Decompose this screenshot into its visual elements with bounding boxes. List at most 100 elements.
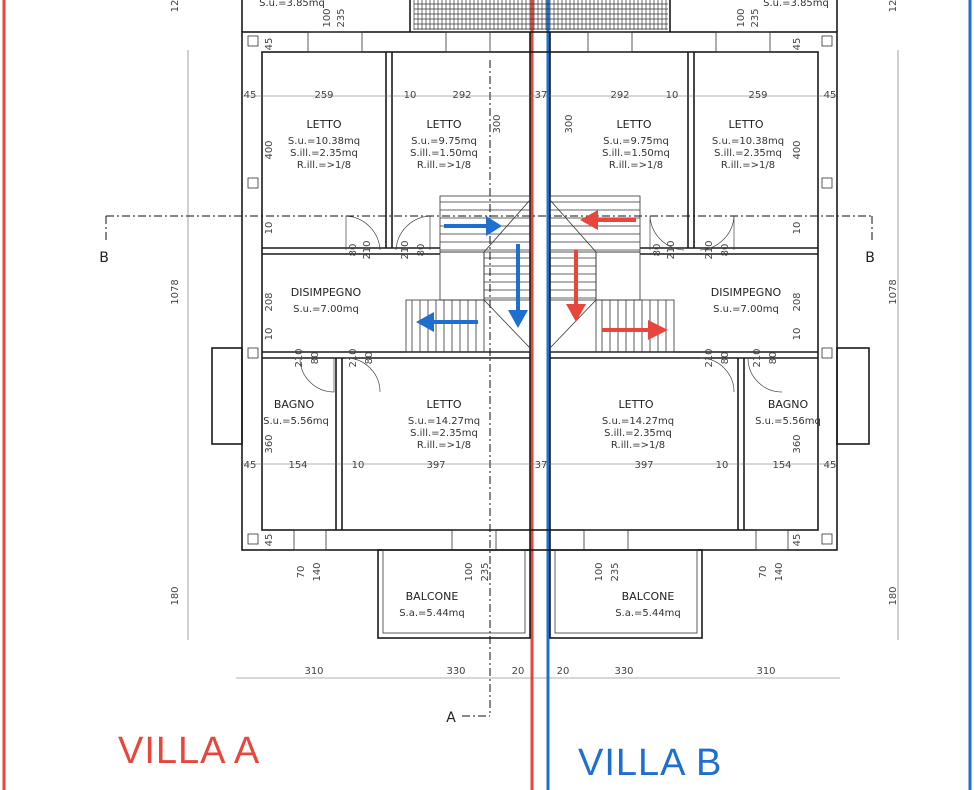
dim-label: 80 bbox=[364, 352, 375, 365]
dim-label: 10 bbox=[352, 460, 365, 471]
letto-big-a-sill: S.ill.=2.35mq bbox=[410, 428, 478, 439]
top-a-area: S.u.=3.85mq bbox=[259, 0, 325, 9]
bagno-a-name: BAGNO bbox=[274, 398, 315, 411]
dim-label: 80 bbox=[768, 352, 779, 365]
dim-label: 70 bbox=[758, 566, 769, 579]
letto-4-sill: S.ill.=2.35mq bbox=[714, 148, 782, 159]
dim-label: 45 bbox=[792, 534, 803, 547]
dim-label: 210 bbox=[348, 348, 359, 367]
dim-label: 45 bbox=[792, 38, 803, 51]
staircase bbox=[405, 195, 675, 353]
dim-label: 10 bbox=[792, 222, 803, 235]
top-b-area: S.u.=3.85mq bbox=[763, 0, 829, 9]
dim-label: 310 bbox=[304, 666, 323, 677]
dim-label: 292 bbox=[610, 90, 629, 101]
letto-4-su: S.u.=10.38mq bbox=[712, 136, 784, 147]
villa-a-title: VILLA A bbox=[118, 730, 261, 772]
villa-b-arrow-right bbox=[444, 216, 502, 236]
doors bbox=[299, 215, 783, 393]
dim-label: 45 bbox=[244, 90, 257, 101]
dim-label: 210 bbox=[704, 348, 715, 367]
dim-label: 210 bbox=[752, 348, 763, 367]
villa-b-arrow-down bbox=[508, 244, 528, 328]
dim-label: 45 bbox=[264, 38, 275, 51]
letto-2-sill: S.ill.=1.50mq bbox=[410, 148, 478, 159]
letto-2-rill: R.ill.=>1/8 bbox=[417, 160, 471, 171]
section-b-left: B bbox=[99, 250, 109, 266]
section-lines bbox=[105, 60, 873, 717]
letto-big-a-su: S.u.=14.27mq bbox=[408, 416, 480, 427]
dim-label: 1078 bbox=[170, 279, 181, 304]
dim-label: 140 bbox=[774, 562, 785, 581]
letto-3-sill: S.ill.=1.50mq bbox=[602, 148, 670, 159]
dim-label: 154 bbox=[772, 460, 791, 471]
villa-a-arrow-right bbox=[602, 320, 668, 340]
dim-label: 10 bbox=[666, 90, 679, 101]
dim-label: 100 bbox=[464, 562, 475, 581]
dim-label: 235 bbox=[610, 562, 621, 581]
dim-label: 1078 bbox=[888, 279, 899, 304]
dim-label: 300 bbox=[492, 114, 503, 133]
bagno-a-su: S.u.=5.56mq bbox=[263, 416, 329, 427]
balcone-b-sa: S.a.=5.44mq bbox=[615, 608, 681, 619]
dim-label: 180 bbox=[170, 586, 181, 605]
dimension-lines bbox=[187, 50, 899, 679]
bagno-b-su: S.u.=5.56mq bbox=[755, 416, 821, 427]
section-b-right: B bbox=[865, 250, 875, 266]
dim-label: 330 bbox=[614, 666, 633, 677]
dim-label: 400 bbox=[264, 140, 275, 159]
dim-label: 45 bbox=[824, 460, 837, 471]
dim-label: 10 bbox=[792, 328, 803, 341]
balcone-a-sa: S.a.=5.44mq bbox=[399, 608, 465, 619]
dim-label: 360 bbox=[792, 434, 803, 453]
villa-b-arrow-left bbox=[416, 312, 478, 332]
dim-label: 397 bbox=[634, 460, 653, 471]
letto-big-a-rill: R.ill.=>1/8 bbox=[417, 440, 471, 451]
dim-label: 37 bbox=[535, 90, 548, 101]
dim-label: 12 bbox=[170, 0, 181, 12]
dim-label: 10 bbox=[404, 90, 417, 101]
room-labels: S.u.=3.85mq S.u.=3.85mq LETTO S.u.=10.38… bbox=[99, 0, 875, 726]
balcone-b-name: BALCONE bbox=[622, 590, 675, 603]
top-hatch-area bbox=[413, 0, 668, 30]
bagno-b-name: BAGNO bbox=[768, 398, 809, 411]
dim-label: 100 bbox=[594, 562, 605, 581]
letto-big-b-name: LETTO bbox=[619, 398, 654, 411]
dim-label: 210 bbox=[666, 240, 677, 259]
dim-label: 37 bbox=[535, 460, 548, 471]
balconies bbox=[377, 549, 703, 639]
letto-1-su: S.u.=10.38mq bbox=[288, 136, 360, 147]
villa-b-boundary bbox=[546, 0, 972, 790]
dim-label: 20 bbox=[557, 666, 570, 677]
disimpegno-a-name: DISIMPEGNO bbox=[291, 286, 362, 299]
disimpegno-b-name: DISIMPEGNO bbox=[711, 286, 782, 299]
villa-a-arrow-down bbox=[566, 250, 586, 322]
dim-label: 80 bbox=[348, 244, 359, 257]
dim-label: 330 bbox=[446, 666, 465, 677]
dim-label: 80 bbox=[720, 244, 731, 257]
dim-label: 140 bbox=[312, 562, 323, 581]
dim-label: 80 bbox=[652, 244, 663, 257]
letto-1-name: LETTO bbox=[307, 118, 342, 131]
building-walls bbox=[211, 0, 870, 551]
balcone-a-name: BALCONE bbox=[406, 590, 459, 603]
letto-3-su: S.u.=9.75mq bbox=[603, 136, 669, 147]
dim-label: 210 bbox=[294, 348, 305, 367]
dim-label: 210 bbox=[400, 240, 411, 259]
dim-label: 10 bbox=[264, 222, 275, 235]
dim-label: 80 bbox=[416, 244, 427, 257]
letto-big-b-su: S.u.=14.27mq bbox=[602, 416, 674, 427]
dimension-labels: 45 259 10 292 37 292 10 259 45 45 154 10… bbox=[170, 0, 899, 677]
letto-3-rill: R.ill.=>1/8 bbox=[609, 160, 663, 171]
dim-label: 292 bbox=[452, 90, 471, 101]
dim-label: 100 bbox=[322, 8, 333, 27]
windows bbox=[247, 31, 833, 551]
villa-a-arrow-left bbox=[580, 210, 636, 230]
letto-big-b-sill: S.ill.=2.35mq bbox=[604, 428, 672, 439]
circulation-arrows bbox=[416, 210, 668, 340]
dim-label: 400 bbox=[792, 140, 803, 159]
dim-label: 397 bbox=[426, 460, 445, 471]
letto-4-rill: R.ill.=>1/8 bbox=[721, 160, 775, 171]
dim-label: 235 bbox=[336, 8, 347, 27]
